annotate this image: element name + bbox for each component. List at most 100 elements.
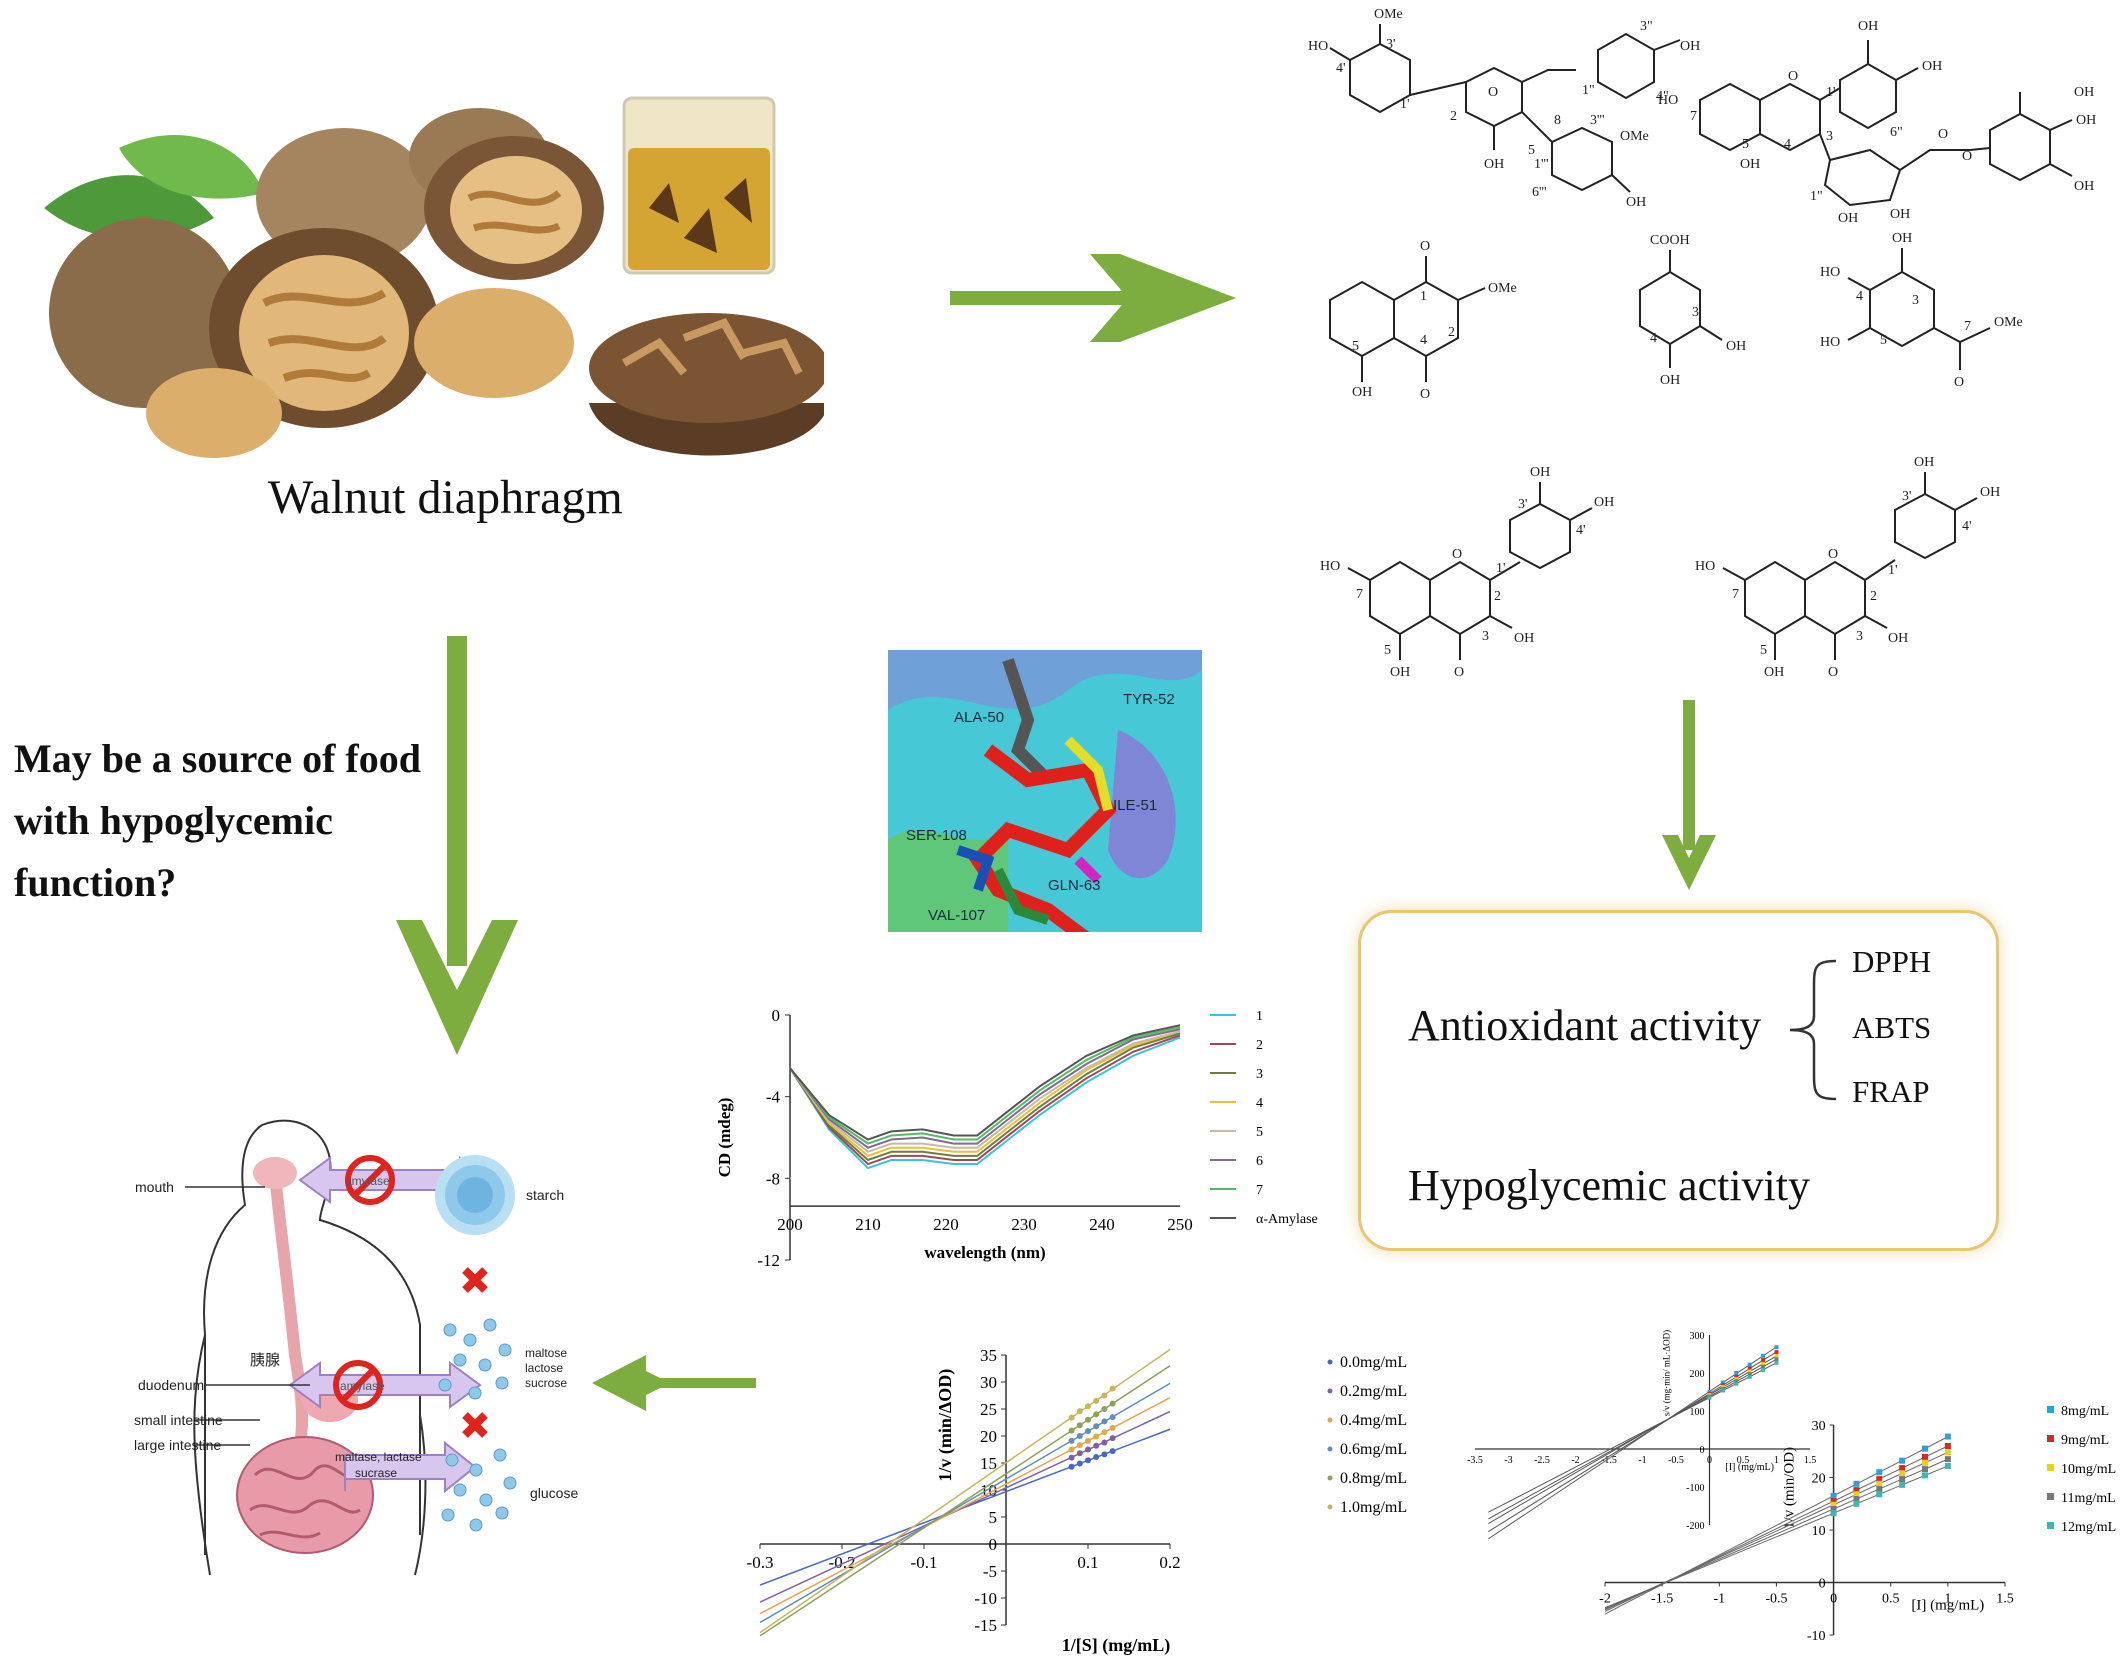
x-tick-label: 0.5: [1737, 1455, 1750, 1466]
svg-text:4": 4": [1656, 89, 1669, 104]
svg-text:3: 3: [1826, 129, 1833, 144]
cd-series-line: [789, 1036, 1181, 1170]
x-tick-label: -1: [1638, 1455, 1646, 1466]
svg-text:amylase: amylase: [345, 1174, 390, 1188]
svg-text:2: 2: [1448, 325, 1455, 340]
legend-marker: [1327, 1446, 1333, 1452]
svg-text:3": 3": [1640, 19, 1653, 34]
question-line: with hypoglycemic: [14, 798, 333, 843]
legend-marker: [2047, 1406, 2054, 1413]
svg-text:OH: OH: [1922, 59, 1942, 74]
data-point: [1085, 1428, 1091, 1435]
svg-text:O: O: [1420, 239, 1430, 254]
x-tick-label: 0.2: [1159, 1553, 1180, 1572]
x-tick-label: 220: [933, 1215, 959, 1234]
legend-label: 0.6mg/mL: [1340, 1441, 1407, 1458]
svg-text:3''': 3''': [1590, 113, 1605, 128]
svg-text:OH: OH: [1594, 495, 1614, 510]
cd-series-line: [789, 1030, 1181, 1158]
legend-label: 6: [1256, 1154, 1263, 1169]
x-tick-label: 1: [1774, 1455, 1779, 1466]
data-point: [1853, 1487, 1860, 1494]
cd-series-line: [789, 1032, 1181, 1162]
data-point: [1093, 1397, 1100, 1404]
data-point: [1720, 1380, 1725, 1385]
svg-text:OH: OH: [1530, 465, 1550, 480]
svg-text:O: O: [1828, 547, 1838, 562]
svg-text:O: O: [1488, 85, 1498, 100]
svg-text:5: 5: [1352, 339, 1359, 354]
data-point: [1734, 1377, 1739, 1382]
data-point: [1093, 1454, 1100, 1461]
data-point: [1085, 1457, 1091, 1464]
data-point: [1734, 1374, 1739, 1379]
y-tick-label: -4: [766, 1088, 781, 1107]
fit-line: [1488, 1351, 1777, 1533]
y-tick-label: -5: [983, 1562, 997, 1581]
diaphragm-pile-icon: [589, 313, 824, 423]
data-point: [1093, 1433, 1100, 1440]
data-point: [1774, 1360, 1779, 1365]
data-point: [1876, 1486, 1883, 1493]
fit-line: [1488, 1358, 1777, 1520]
svg-text:1": 1": [1582, 83, 1595, 98]
data-point: [1076, 1433, 1083, 1439]
residue-label: ILE-51: [1113, 797, 1157, 814]
svg-text:sucrose: sucrose: [525, 1376, 567, 1390]
x-tick-label: -2: [1571, 1455, 1579, 1466]
compound-4-structure: [1639, 250, 1723, 368]
svg-text:3: 3: [1482, 629, 1489, 644]
svg-text:4': 4': [1336, 61, 1346, 76]
y-tick-label: -10: [974, 1589, 997, 1608]
residue-label: SER-108: [906, 827, 967, 844]
inhibit-icon: [333, 1155, 395, 1410]
y-tick-label: 0: [1819, 1577, 1826, 1592]
x-tick-label: 1.5: [1804, 1455, 1817, 1466]
data-point: [1830, 1506, 1837, 1512]
y-tick-label: 200: [1690, 1369, 1705, 1380]
svg-text:OH: OH: [1980, 485, 2000, 500]
svg-text:OH: OH: [1858, 19, 1878, 34]
x-tick-label: 240: [1089, 1215, 1115, 1234]
data-point: [1853, 1491, 1860, 1498]
assay-brace: [1789, 959, 1837, 1101]
svg-text:OH: OH: [2076, 113, 2096, 128]
starch-icon: [435, 1155, 515, 1235]
residue-label: GLN-63: [1048, 877, 1101, 894]
data-point: [1922, 1472, 1928, 1479]
x-tick-label: -3: [1504, 1455, 1512, 1466]
walnut-kernel-icon: [450, 156, 582, 264]
question-line: function?: [14, 860, 177, 905]
fit-line: [1604, 1465, 1949, 1609]
residue-label: TYR-52: [1123, 691, 1175, 708]
svg-text:maltase, lactase: maltase, lactase: [335, 1450, 422, 1464]
data-point: [1068, 1427, 1075, 1434]
x-tick-label: -1: [1713, 1592, 1725, 1607]
x-tick-label: 1: [1944, 1592, 1951, 1607]
fit-line: [1488, 1346, 1777, 1540]
y-tick-label: 30: [1812, 1419, 1826, 1434]
svg-text:4': 4': [1576, 523, 1586, 538]
svg-text:OH: OH: [1914, 455, 1934, 470]
svg-text:3': 3': [1386, 37, 1396, 52]
y-tick-label: 10: [1812, 1524, 1826, 1539]
legend-label: 8mg/mL: [2061, 1404, 2109, 1419]
data-point: [1922, 1459, 1928, 1466]
svg-text:HO: HO: [1820, 265, 1840, 280]
svg-text:sucrase: sucrase: [355, 1466, 397, 1480]
x-tick-label: 200: [777, 1215, 803, 1234]
activity-box: [1358, 910, 1999, 1251]
svg-text:1''': 1''': [1534, 157, 1549, 172]
svg-text:O: O: [1938, 127, 1948, 142]
data-point: [1109, 1385, 1116, 1392]
compound-5-structure: [1847, 248, 1991, 370]
x-tick-label: 230: [1011, 1215, 1037, 1234]
walnut-shell-icon: [49, 218, 239, 408]
walnut-illustration: [44, 96, 824, 458]
legend-label: α-Amylase: [1256, 1212, 1318, 1227]
svg-text:OH: OH: [1680, 39, 1700, 54]
data-point: [1922, 1466, 1928, 1473]
svg-text:HO: HO: [1320, 559, 1340, 574]
compound-1-structure: [1329, 24, 1681, 193]
